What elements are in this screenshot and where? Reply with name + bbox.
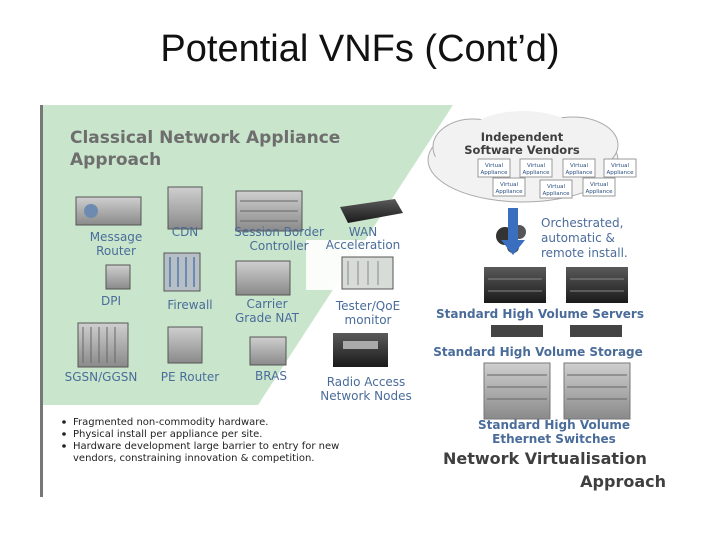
- label-pe-router: PE Router: [161, 370, 219, 384]
- svg-text:Virtual: Virtual: [570, 163, 588, 169]
- virtualisation-title-1: Network Virtualisation: [443, 449, 647, 468]
- label-wan-1: WAN: [349, 225, 377, 239]
- bullet-3-cont: vendors, constraining innovation & compe…: [73, 453, 314, 464]
- orchestration-line-1: Orchestrated,: [541, 216, 623, 230]
- svg-text:Appliance: Appliance: [606, 170, 634, 176]
- cloud-title-2: Software Vendors: [464, 143, 580, 157]
- tester-qoe-image: [341, 256, 394, 290]
- server-rack-image: [484, 267, 628, 303]
- sgsn-ggsn-image: [77, 322, 129, 368]
- bullet-3: Hardware development large barrier to en…: [73, 441, 339, 452]
- label-message-router-1: Message: [90, 230, 143, 244]
- svg-text:Virtual: Virtual: [500, 182, 518, 188]
- orchestration-line-2: automatic &: [541, 231, 615, 245]
- virtual-appliance: Virtual Appliance: [519, 158, 553, 178]
- label-radio-access-1: Radio Access: [327, 375, 406, 389]
- classical-heading-line2: Approach: [70, 150, 161, 170]
- wan-acceleration-image: [340, 199, 403, 223]
- svg-text:Virtual: Virtual: [527, 163, 545, 169]
- svg-text:Appliance: Appliance: [565, 170, 593, 176]
- pe-router-image: [167, 326, 203, 364]
- svg-text:Appliance: Appliance: [585, 189, 613, 195]
- virtual-appliance: Virtual Appliance: [562, 158, 596, 178]
- down-arrow-icon: [501, 208, 525, 255]
- nfv-comparison-figure: Classical Network Appliance Approach: [40, 105, 672, 497]
- svg-text:Appliance: Appliance: [542, 191, 570, 197]
- svg-text:Virtual: Virtual: [547, 184, 565, 190]
- virtual-appliance: Virtual Appliance: [539, 179, 573, 199]
- svg-text:Appliance: Appliance: [522, 170, 550, 176]
- dpi-image: [105, 264, 131, 290]
- servers-label: Standard High Volume Servers: [436, 307, 644, 321]
- cloud-title-1: Independent: [481, 130, 564, 144]
- label-wan-2: Acceleration: [326, 238, 401, 252]
- label-radio-access-2: Network Nodes: [320, 389, 412, 403]
- label-tester-2: monitor: [345, 313, 392, 327]
- radio-access-node-image: [333, 333, 388, 367]
- label-session-border-2: Controller: [249, 239, 308, 253]
- label-carrier-nat-1: Carrier: [246, 297, 287, 311]
- svg-text:Appliance: Appliance: [480, 170, 508, 176]
- label-cdn: CDN: [172, 225, 199, 239]
- virtual-appliance: Virtual Appliance: [492, 177, 526, 197]
- label-bras: BRAS: [255, 369, 287, 383]
- bullet-1: Fragmented non-commodity hardware.: [73, 417, 268, 428]
- cdn-image: [167, 186, 203, 230]
- virtualisation-title-2: Approach: [580, 472, 666, 491]
- carrier-grade-nat-image: [235, 260, 291, 296]
- session-border-controller-image: [235, 190, 303, 232]
- svg-text:Virtual: Virtual: [611, 163, 629, 169]
- label-tester-1: Tester/QoE: [335, 299, 400, 313]
- classical-heading-line1: Classical Network Appliance: [70, 128, 340, 148]
- storage-label: Standard High Volume Storage: [433, 345, 643, 359]
- virtual-appliance: Virtual Appliance: [603, 158, 637, 178]
- label-sgsn-ggsn: SGSN/GGSN: [65, 370, 138, 384]
- bullet-2: Physical install per appliance per site.: [73, 429, 262, 440]
- label-firewall: Firewall: [167, 298, 212, 312]
- virtual-appliance: Virtual Appliance: [582, 177, 616, 197]
- firewall-image: [163, 252, 201, 292]
- bras-image: [249, 336, 287, 366]
- switches-label-1: Standard High Volume: [478, 418, 630, 432]
- message-router-image: [75, 196, 142, 226]
- label-carrier-nat-2: Grade NAT: [235, 311, 300, 325]
- orchestration-line-3: remote install.: [541, 246, 628, 260]
- svg-text:Virtual: Virtual: [590, 182, 608, 188]
- classical-background: [43, 105, 453, 405]
- label-session-border-1: Session Border: [234, 225, 324, 239]
- switch-rack-image: [483, 362, 631, 420]
- label-message-router-2: Router: [96, 244, 136, 258]
- svg-text:Virtual: Virtual: [485, 163, 503, 169]
- switches-label-2: Ethernet Switches: [492, 432, 616, 446]
- storage-rack-image: [491, 325, 622, 337]
- svg-text:Appliance: Appliance: [495, 189, 523, 195]
- virtual-appliance: Virtual Appliance: [477, 158, 511, 178]
- slide-title: Potential VNFs (Cont’d): [160, 28, 560, 70]
- virtual-appliance-boxes: Virtual Appliance Virtual Appliance Virt…: [477, 158, 637, 199]
- label-dpi: DPI: [101, 294, 121, 308]
